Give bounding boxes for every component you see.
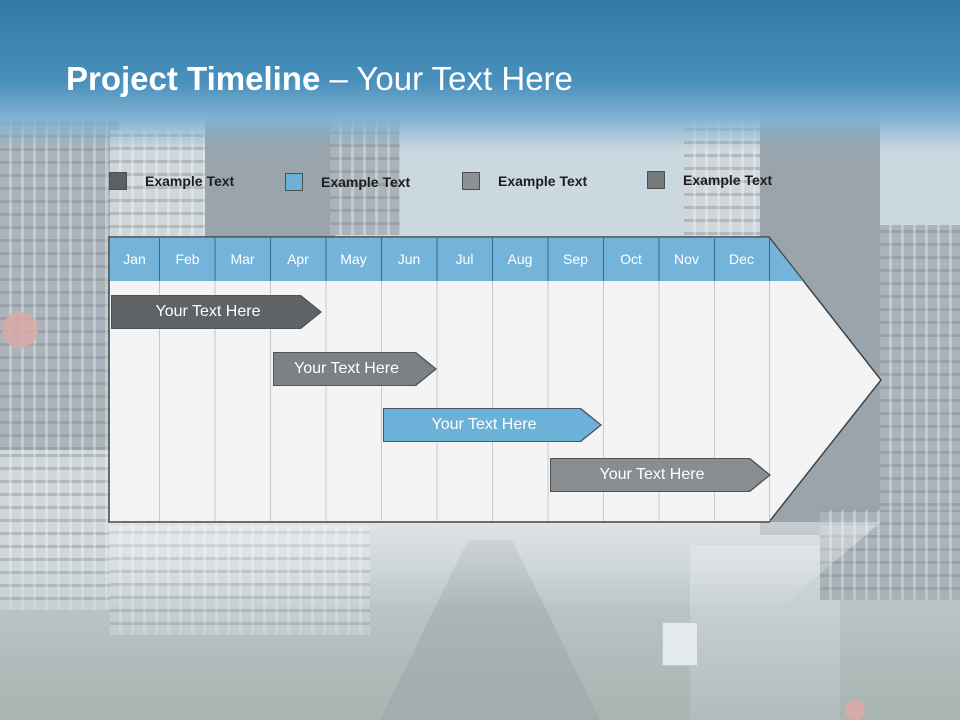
traffic-light — [2, 312, 38, 348]
legend-swatch — [285, 173, 303, 191]
legend-swatch — [462, 172, 480, 190]
month-label-nov: Nov — [674, 251, 699, 267]
slide-title-bold: Project Timeline — [66, 60, 321, 97]
task-arrow[interactable]: Your Text Here — [112, 296, 320, 328]
month-label-oct: Oct — [620, 251, 642, 267]
timeline-reflection — [109, 522, 881, 612]
month-label-feb: Feb — [175, 251, 200, 267]
legend-item: Example Text — [462, 170, 587, 192]
legend-swatch — [647, 171, 665, 189]
slide-title: Project Timeline – Your Text Here — [66, 60, 573, 98]
trees — [0, 560, 960, 720]
legend-label: Example Text — [321, 174, 411, 190]
building — [880, 225, 960, 555]
month-label-sep: Sep — [563, 251, 588, 267]
month-label-jun: Jun — [397, 251, 421, 267]
legend-item: Example Text — [109, 170, 234, 192]
legend-label: Example Text — [683, 172, 773, 188]
title-banner — [0, 0, 960, 150]
month-header-dividers — [159, 238, 770, 281]
month-label-apr: Apr — [287, 251, 309, 267]
legend-swatch — [109, 172, 127, 190]
task-arrow[interactable]: Your Text Here — [551, 459, 769, 491]
street-sign — [845, 700, 865, 720]
legend-item: Example Text — [647, 169, 772, 191]
legend-label: Example Text — [145, 173, 235, 189]
task-arrow[interactable]: Your Text Here — [384, 409, 600, 441]
month-label-may: May — [340, 251, 367, 267]
month-label-jan: Jan — [123, 251, 146, 267]
slide-title-rest: – Your Text Here — [320, 60, 573, 97]
task-arrow[interactable]: Your Text Here — [274, 353, 435, 385]
legend-item: Example Text — [285, 171, 410, 193]
month-label-aug: Aug — [507, 251, 533, 267]
billboard — [662, 622, 698, 666]
month-label-jul: Jul — [455, 251, 474, 267]
month-label-dec: Dec — [729, 251, 754, 267]
legend-label: Example Text — [498, 173, 588, 189]
timeline-header-bar — [110, 238, 803, 281]
month-label-mar: Mar — [230, 251, 255, 267]
